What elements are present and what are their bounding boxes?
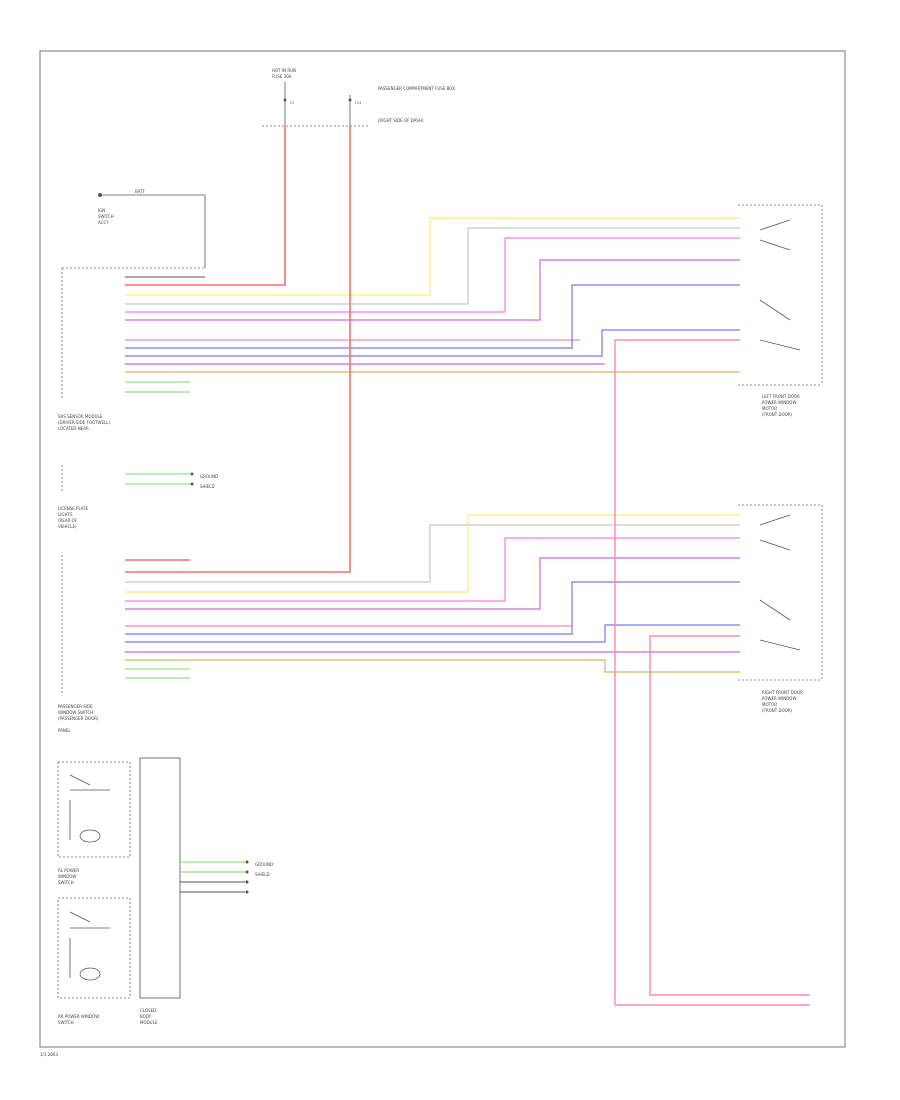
main-ecu-label-2: (DRIVER SIDE FOOTWELL) xyxy=(58,420,110,425)
rl-switch-label-3: SWITCH xyxy=(58,880,74,885)
top-fuse-label-b: FUSE 30A xyxy=(272,74,292,79)
wire-mid-tan xyxy=(125,659,740,673)
batt-label-2: SWITCH xyxy=(98,214,114,219)
license-connector-1-icon xyxy=(190,472,194,476)
pass-ecu-label-4: PANEL xyxy=(58,728,71,733)
rl-switch-contacts xyxy=(69,774,110,843)
lf-module-label-1: LEFT FRONT DOOR xyxy=(762,394,800,399)
body-connector-3-icon xyxy=(245,880,249,884)
wire-mid-blue xyxy=(125,581,740,635)
fuse-a-icon xyxy=(283,98,287,102)
batt-label-3: ACCY xyxy=(98,220,109,225)
rf-module-label-2: POWER WINDOW xyxy=(762,696,796,701)
wire-top-gray xyxy=(125,227,740,305)
rr-switch-label-2: SWITCH xyxy=(58,1020,74,1025)
lf-module-label-4: (FRONT DOOR) xyxy=(762,412,793,417)
license-connector-2-icon xyxy=(190,482,194,486)
diagram-frame xyxy=(39,50,846,1048)
top-side-label: (RIGHT SIDE OF DASH) xyxy=(378,118,424,123)
wire-mid-gray xyxy=(125,524,740,583)
lf-window-module: LEFT FRONT DOOR POWER WINDOW MOTOR (FRON… xyxy=(738,204,823,417)
wire-top-yellow xyxy=(125,217,740,296)
door-ecu-label-4: VEHICLE) xyxy=(58,524,77,529)
fuse-b-label: F24 xyxy=(355,101,362,105)
door-ecu-label-2: LIGHTS xyxy=(58,512,73,517)
wire-mid-blue-2 xyxy=(125,624,740,643)
top-fuse-label-a: HOT IN RUN xyxy=(272,68,296,73)
batt-terminal-icon xyxy=(98,193,102,197)
center-label-2: BODY xyxy=(140,1014,152,1019)
return-wires xyxy=(614,339,810,1006)
door-ecu-label-1: LICENSE PLATE xyxy=(58,506,89,511)
batt-label-1: IGN xyxy=(98,208,105,213)
rl-switch-boundary xyxy=(57,761,131,858)
pass-ecu-label-3: (PASSENGER DOOR) xyxy=(58,716,99,721)
wire-top-blue-2 xyxy=(125,329,740,357)
license-ground-a: GROUND xyxy=(200,474,218,479)
wire-mid-violet xyxy=(125,557,740,610)
wire-top-magenta xyxy=(125,237,740,313)
rf-module-label-4: (FRONT DOOR) xyxy=(762,708,793,713)
center-label-3: MODULE xyxy=(140,1020,158,1025)
lf-switch-contacts xyxy=(759,219,801,351)
rr-switch: RR POWER WINDOW SWITCH xyxy=(57,897,131,1025)
license-ground-b: SHIELD xyxy=(200,484,215,489)
body-connector-1-icon xyxy=(245,860,249,864)
main-ecu-label-1: SRS SENSOR MODULE xyxy=(58,414,103,419)
top-harness-wires xyxy=(125,126,740,393)
rl-switch: RL POWER WINDOW SWITCH xyxy=(57,761,131,885)
rf-window-module: RIGHT FRONT DOOR POWER WINDOW MOTOR (FRO… xyxy=(738,504,823,713)
rl-switch-label-2: WINDOW xyxy=(58,874,76,879)
wire-mid-magenta xyxy=(125,537,740,602)
rr-switch-boundary xyxy=(57,897,131,999)
license-light-group: GROUND SHIELD LICENSE PLATE LIGHTS (REAR… xyxy=(58,465,218,529)
rf-module-label-1: RIGHT FRONT DOOR xyxy=(762,690,803,695)
wire-top-blue xyxy=(125,284,740,349)
wire-return-pink-b xyxy=(649,635,810,996)
rr-switch-contacts xyxy=(69,911,110,981)
body-module-box xyxy=(139,757,181,999)
top-fuse-block: HOT IN RUN FUSE 30A PASSENGER COMPARTMEN… xyxy=(262,68,455,127)
wire-mid-red xyxy=(125,126,351,573)
rf-module-label-3: MOTOR xyxy=(762,702,777,707)
door-ecu-label-3: (REAR OF xyxy=(58,518,78,523)
top-power-label: PASSENGER COMPARTMENT FUSE BOX xyxy=(378,86,455,91)
pass-ecu-label-1: PASSENGER SIDE xyxy=(58,704,93,709)
main-ecu-label-3: LOCATED NEAR xyxy=(58,426,89,431)
wire-top-red xyxy=(125,126,286,286)
rf-switch-contacts xyxy=(759,514,801,651)
body-ground-b: SHIELD xyxy=(255,872,270,877)
lf-module-label-2: POWER WINDOW xyxy=(762,400,796,405)
footer-label: 1/1 2003 xyxy=(40,1052,58,1057)
batt-title: BATT xyxy=(135,189,146,194)
wire-top-violet xyxy=(125,259,740,321)
fuse-a-label: F2 xyxy=(290,101,294,105)
body-connector-2-icon xyxy=(245,870,249,874)
body-ground-a: GROUND xyxy=(255,862,273,867)
body-connector-4-icon xyxy=(245,890,249,894)
lf-module-label-3: MOTOR xyxy=(762,406,777,411)
rr-switch-label-1: RR POWER WINDOW xyxy=(58,1014,99,1019)
middle-harness-wires xyxy=(125,126,740,679)
wire-return-pink-a xyxy=(614,339,810,1006)
rl-switch-label-1: RL POWER xyxy=(58,868,79,873)
battery-feed: BATT IGN SWITCH ACCY xyxy=(98,189,206,268)
main-ecu: SRS SENSOR MODULE (DRIVER SIDE FOOTWELL)… xyxy=(58,267,205,431)
fuse-b-icon xyxy=(348,98,352,102)
passenger-ecu: PASSENGER SIDE WINDOW SWITCH (PASSENGER … xyxy=(58,555,99,733)
pass-ecu-label-2: WINDOW SWITCH xyxy=(58,710,93,715)
wire-mid-yellow xyxy=(125,514,740,593)
body-module: GROUND SHIELD CLOSED BODY MODULE xyxy=(139,757,273,1025)
center-label-1: CLOSED xyxy=(140,1008,156,1013)
